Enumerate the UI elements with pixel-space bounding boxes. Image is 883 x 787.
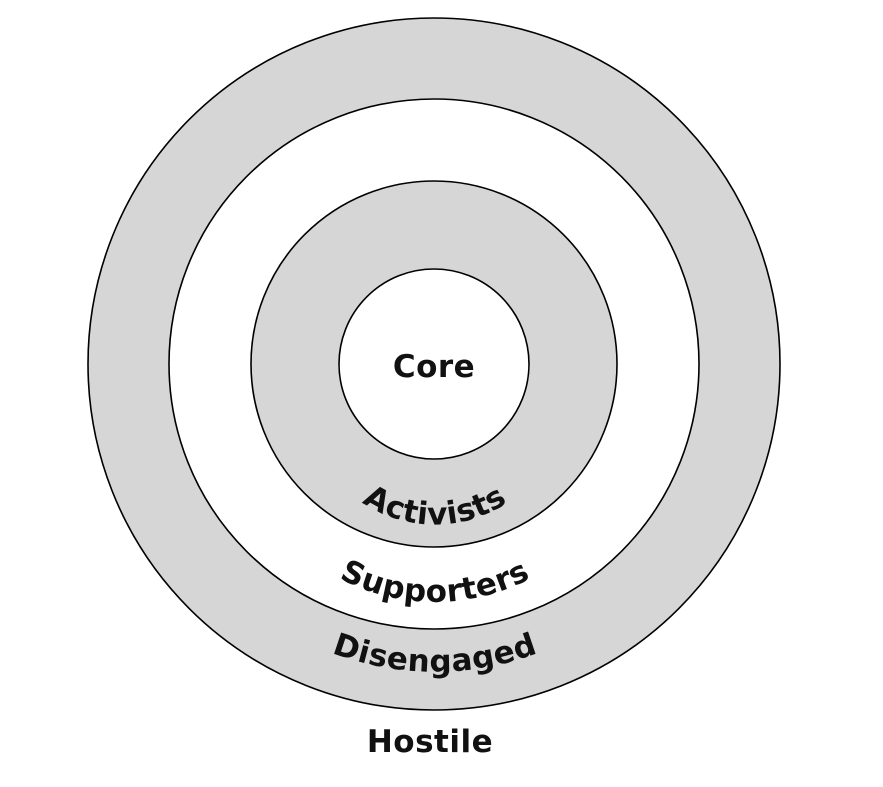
- ring-core: [338, 268, 530, 460]
- label-hostile: Hostile: [367, 724, 493, 760]
- label-core: Core: [393, 349, 475, 385]
